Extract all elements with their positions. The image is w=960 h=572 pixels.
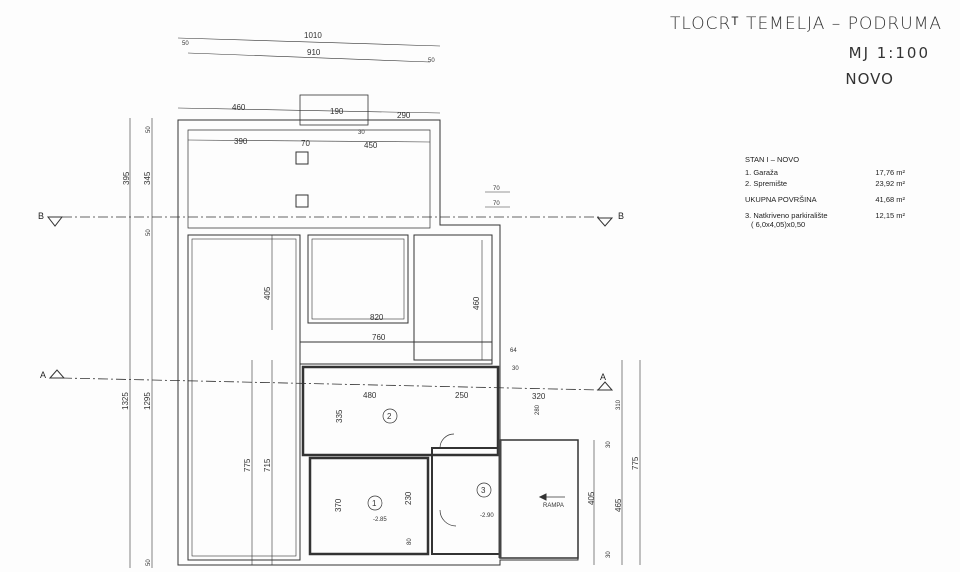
- dimension-label: 395: [122, 171, 131, 185]
- legend-header: STAN I – NOVO: [745, 155, 800, 164]
- dimension-label: 715: [263, 458, 272, 472]
- legend-value: 41,68 m²: [875, 195, 905, 204]
- legend-row: 1. Garaža 17,76 m²: [745, 168, 905, 177]
- dimension-label: 910: [307, 48, 321, 57]
- dimension-label: 64: [510, 348, 517, 354]
- section-marker-b-left: [46, 216, 64, 227]
- section-label-a-left: A: [40, 370, 46, 380]
- dimension-label: 405: [587, 491, 596, 505]
- foundation-cell: [307, 234, 409, 324]
- dimension-label: 775: [243, 458, 252, 472]
- section-line-a: [61, 377, 601, 391]
- legend-label: 2. Spremište: [745, 179, 788, 188]
- dimension-label: 30: [358, 130, 365, 136]
- dimension-label: 50: [146, 559, 152, 566]
- legend-row: UKUPNA POVRŠINA 41,68 m²: [745, 195, 905, 204]
- dimension-label: 370: [334, 498, 343, 512]
- legend-formula: ( 6,0x4,05)x0,50: [751, 220, 806, 229]
- legend-label: 3. Natkriveno parkiralište: [745, 211, 828, 220]
- dimension-label: 70: [301, 139, 310, 148]
- dimension-label: 335: [335, 409, 344, 423]
- area-legend: STAN I – NOVO 1. Garaža 17,76 m² 2. Spre…: [745, 155, 905, 229]
- dimension-label: 405: [263, 286, 272, 300]
- dimension-label: 760: [372, 333, 386, 342]
- drawing-status: NOVO: [845, 70, 894, 88]
- dimension-label: 70: [493, 186, 500, 192]
- room-marker-2: [382, 408, 398, 424]
- dimension-label: 30: [606, 441, 612, 448]
- ramp-area: [499, 439, 579, 559]
- door-swing: [439, 509, 457, 527]
- dimension-label: 290: [397, 111, 411, 120]
- dimension-label: 190: [330, 107, 344, 116]
- foundation-cell: [311, 238, 405, 320]
- dimension-label: 50: [428, 58, 435, 64]
- section-marker-a-right: [596, 381, 614, 391]
- room-marker-3: [476, 482, 492, 498]
- dimension-label: 465: [614, 498, 623, 512]
- dimension-label: 460: [232, 103, 246, 112]
- dimension-label: 775: [631, 456, 640, 470]
- dimension-label: 280: [535, 404, 541, 415]
- legend-value: 12,15 m²: [875, 211, 905, 220]
- dimension-label: 390: [234, 137, 248, 146]
- dimension-label: 70: [493, 201, 500, 207]
- dimension-label: 1295: [143, 392, 152, 410]
- dimension-label: 80: [407, 538, 413, 545]
- dimension-label: 50: [146, 229, 152, 236]
- dimension-label: 250: [455, 391, 469, 400]
- drawing-scale: MJ 1:100: [848, 44, 930, 62]
- level-mark-1: -2.85: [373, 517, 387, 523]
- section-label-b-right: B: [618, 211, 624, 221]
- ramp-label: RAMPA: [543, 503, 564, 509]
- room-marker-1: [367, 495, 383, 511]
- dimension-label: 320: [532, 392, 546, 401]
- room-storage: [301, 365, 500, 457]
- dimension-label: 30: [606, 551, 612, 558]
- foundation-strip: [299, 341, 493, 365]
- foundation-inner-outline: [187, 129, 431, 229]
- section-label-a-right: A: [600, 372, 606, 382]
- foundation-cell: [187, 234, 301, 561]
- dimension-label: 450: [364, 141, 378, 150]
- room-parking: [431, 447, 501, 555]
- legend-row: 3. Natkriveno parkiralište 12,15 m²: [745, 211, 905, 220]
- section-label-b-left: B: [38, 211, 44, 221]
- title-block: TLOCRᵀ TEMELJA – PODRUMA MJ 1:100 NOVO: [670, 14, 942, 88]
- dimension-label: 480: [363, 391, 377, 400]
- section-marker-a-left: [48, 369, 66, 379]
- dimension-label: 30: [512, 366, 519, 372]
- dimension-label: 310: [616, 399, 622, 410]
- section-marker-b-right: [596, 217, 614, 227]
- room-number-1: 1: [372, 499, 377, 508]
- legend-value: 23,92 m²: [875, 179, 905, 188]
- dimension-label: 50: [146, 126, 152, 133]
- dimension-label: 820: [370, 313, 384, 322]
- chimney-flue: [295, 151, 309, 165]
- dimension-label: 460: [472, 296, 481, 310]
- room-garage: [308, 456, 430, 556]
- dimension-label: 230: [404, 491, 413, 505]
- dimension-label: 345: [143, 171, 152, 185]
- dimension-label: 1325: [121, 392, 130, 410]
- room-number-2: 2: [387, 412, 392, 421]
- foundation-cell: [191, 238, 297, 557]
- door-swing: [439, 433, 455, 449]
- dimension-label: 1010: [304, 31, 322, 40]
- chimney-outline: [299, 94, 369, 126]
- drawing-title: TLOCRᵀ TEMELJA – PODRUMA: [669, 14, 942, 34]
- legend-row: 2. Spremište 23,92 m²: [745, 179, 905, 188]
- foundation-cell: [413, 234, 493, 361]
- chimney-flue: [295, 194, 309, 208]
- legend-label: UKUPNA POVRŠINA: [745, 195, 817, 204]
- legend-label: 1. Garaža: [745, 168, 778, 177]
- legend-value: 17,76 m²: [875, 168, 905, 177]
- level-mark-2: -2.90: [480, 513, 494, 519]
- room-number-3: 3: [481, 486, 486, 495]
- dimension-label: 50: [182, 41, 189, 47]
